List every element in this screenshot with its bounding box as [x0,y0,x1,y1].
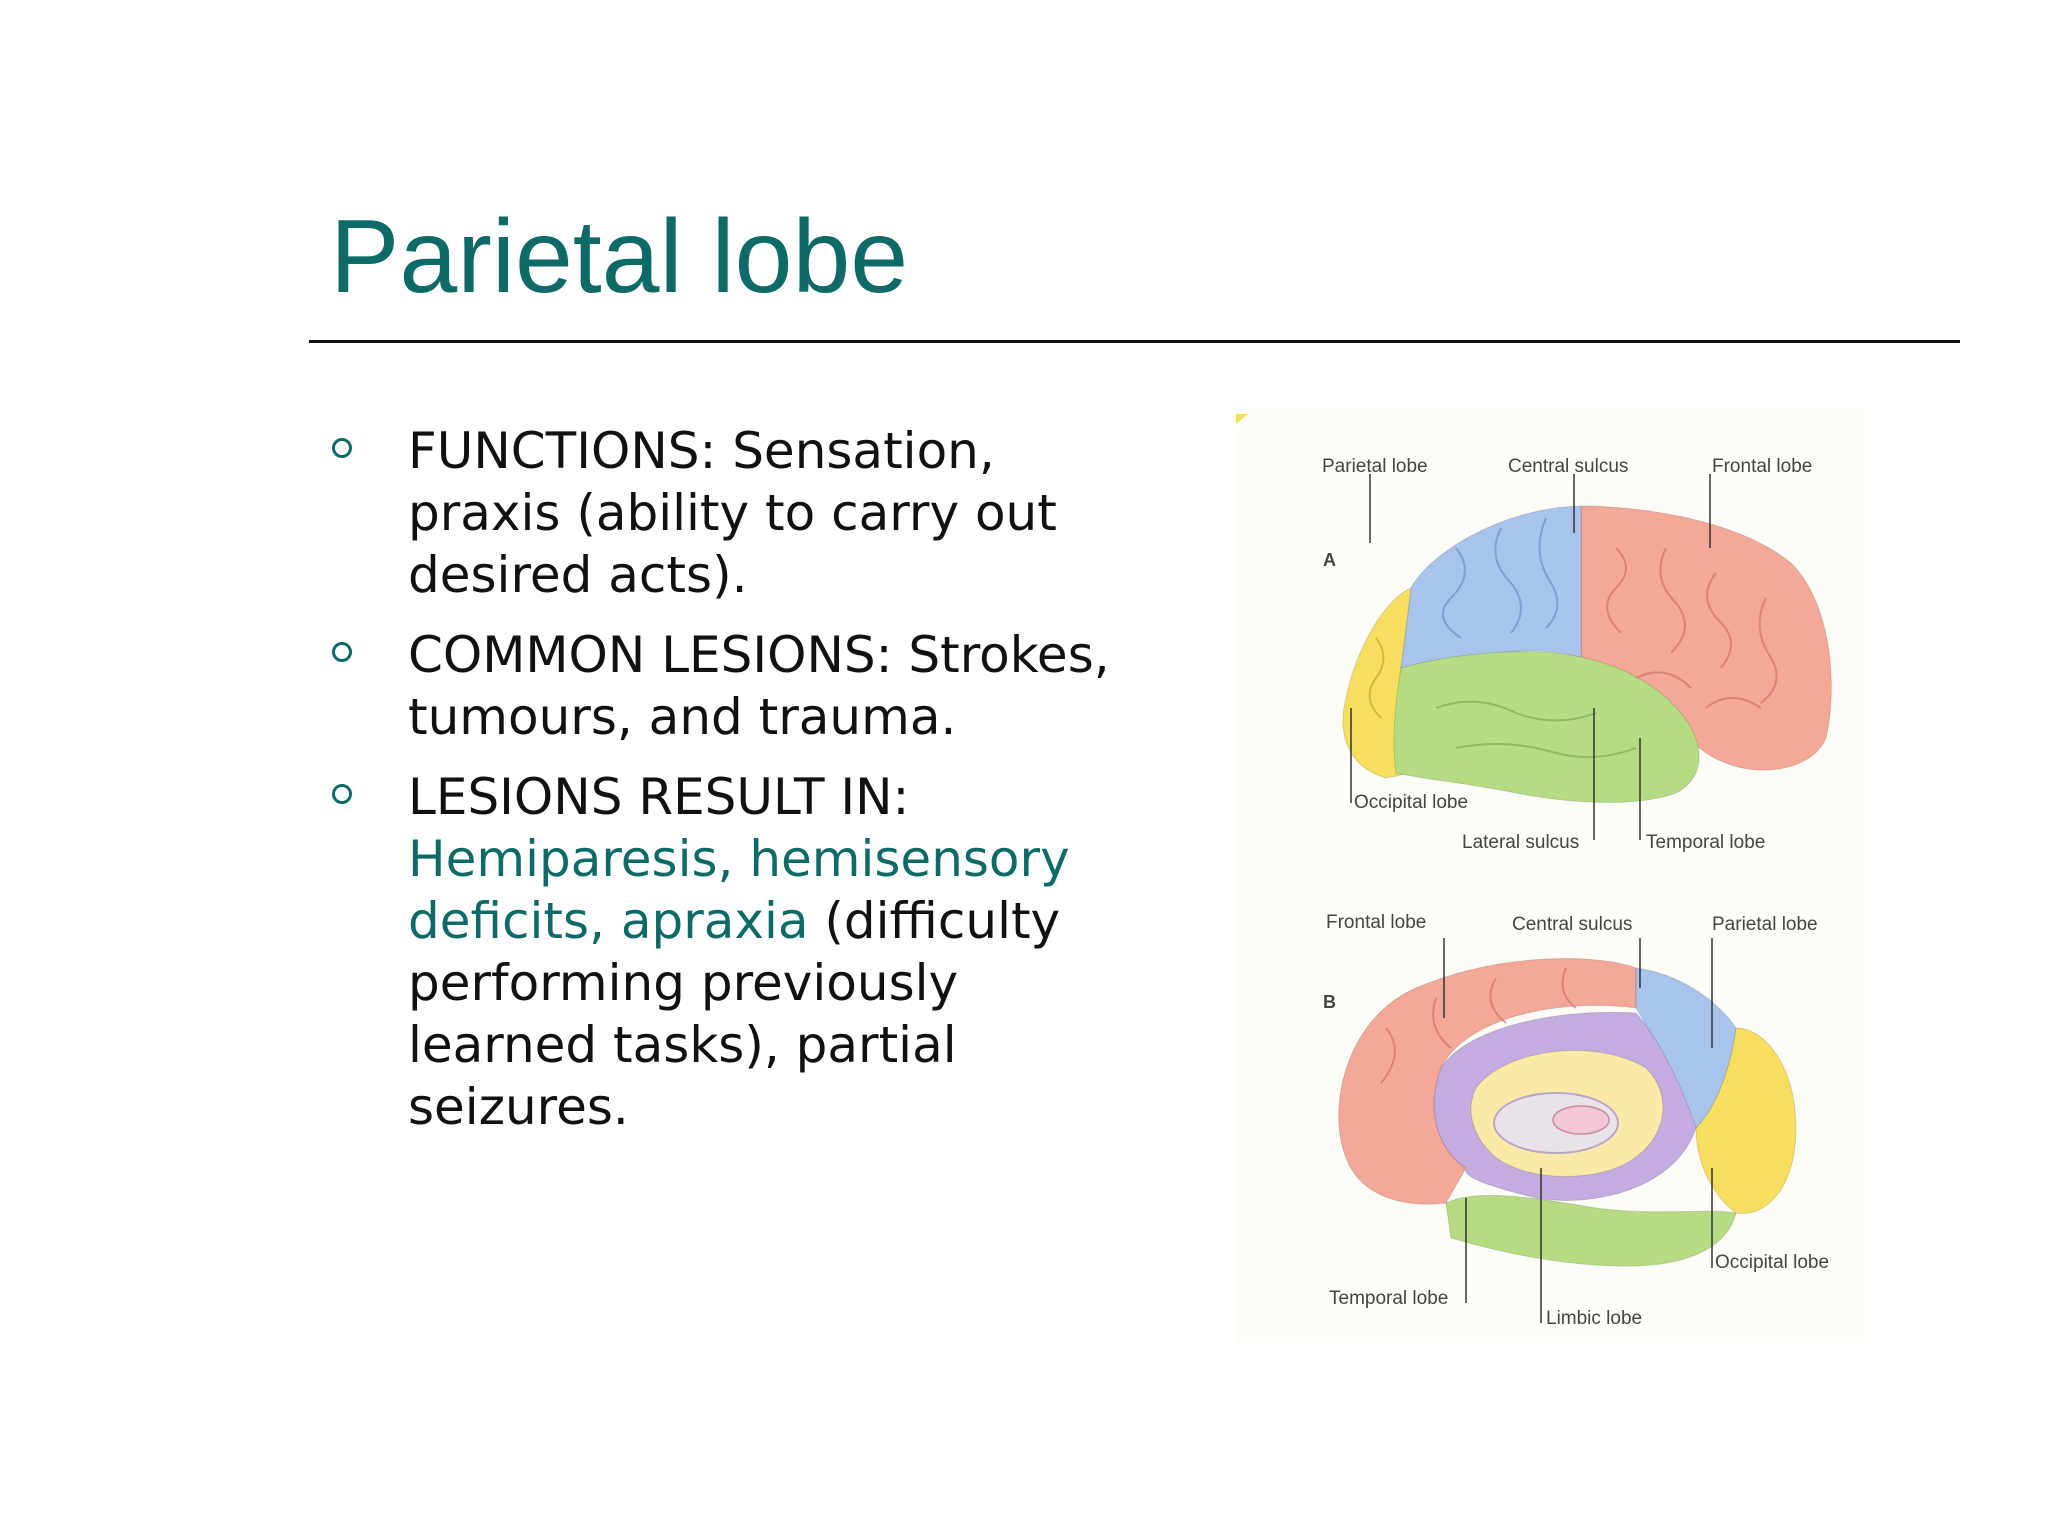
bullet-list: FUNCTIONS: Sensation, praxis (ability to… [330,420,1130,1156]
brain-diagram [1236,408,1864,1343]
label-b-parietal: Parietal lobe [1712,914,1818,935]
frontal-lobe-region-medial [1338,958,1637,1205]
label-b-frontal: Frontal lobe [1326,912,1427,933]
slide-title: Parietal lobe [330,199,909,315]
circle-bullet-icon [332,642,352,662]
bullet-highlight-text: Hemiparesis, hemisensory deficits, aprax… [408,830,1070,950]
label-b-occipital: Occipital lobe [1715,1252,1830,1273]
circle-bullet-icon [332,438,352,458]
circle-bullet-icon [332,784,352,804]
label-a-frontal: Frontal lobe [1712,456,1813,477]
label-a-parietal: Parietal lobe [1322,456,1428,477]
temporal-lobe-region [1393,651,1700,803]
bullet-text: LESIONS RESULT IN: [408,768,910,826]
label-a-lateral: Lateral sulcus [1462,832,1580,853]
bullet-item: LESIONS RESULT IN: Hemiparesis, hemisens… [330,766,1130,1138]
label-a-temporal: Temporal lobe [1646,832,1766,853]
panel-b-letter: B [1323,992,1336,1012]
label-a-occipital: Occipital lobe [1354,792,1469,813]
title-divider [309,340,1960,343]
brain-medial-view [1338,938,1797,1323]
bullet-item: FUNCTIONS: Sensation, praxis (ability to… [330,420,1130,606]
bullet-text: COMMON LESIONS: Strokes, tumours, and tr… [408,626,1110,746]
bullet-text: (difficulty performing previously learne… [408,892,1061,1136]
occipital-lobe-region-medial [1695,1027,1797,1215]
bullet-item: COMMON LESIONS: Strokes, tumours, and tr… [330,624,1130,748]
brain-lobes-figure: A Parietal lobe Central sulcus Frontal l… [1236,408,1864,1343]
bullet-text: FUNCTIONS: Sensation, praxis (ability to… [408,422,1057,604]
label-b-temporal: Temporal lobe [1329,1288,1449,1309]
panel-a-letter: A [1323,550,1336,570]
brain-lateral-view [1342,474,1832,840]
label-a-central: Central sulcus [1508,456,1629,477]
label-b-central: Central sulcus [1512,914,1633,935]
label-b-limbic: Limbic lobe [1546,1308,1643,1329]
